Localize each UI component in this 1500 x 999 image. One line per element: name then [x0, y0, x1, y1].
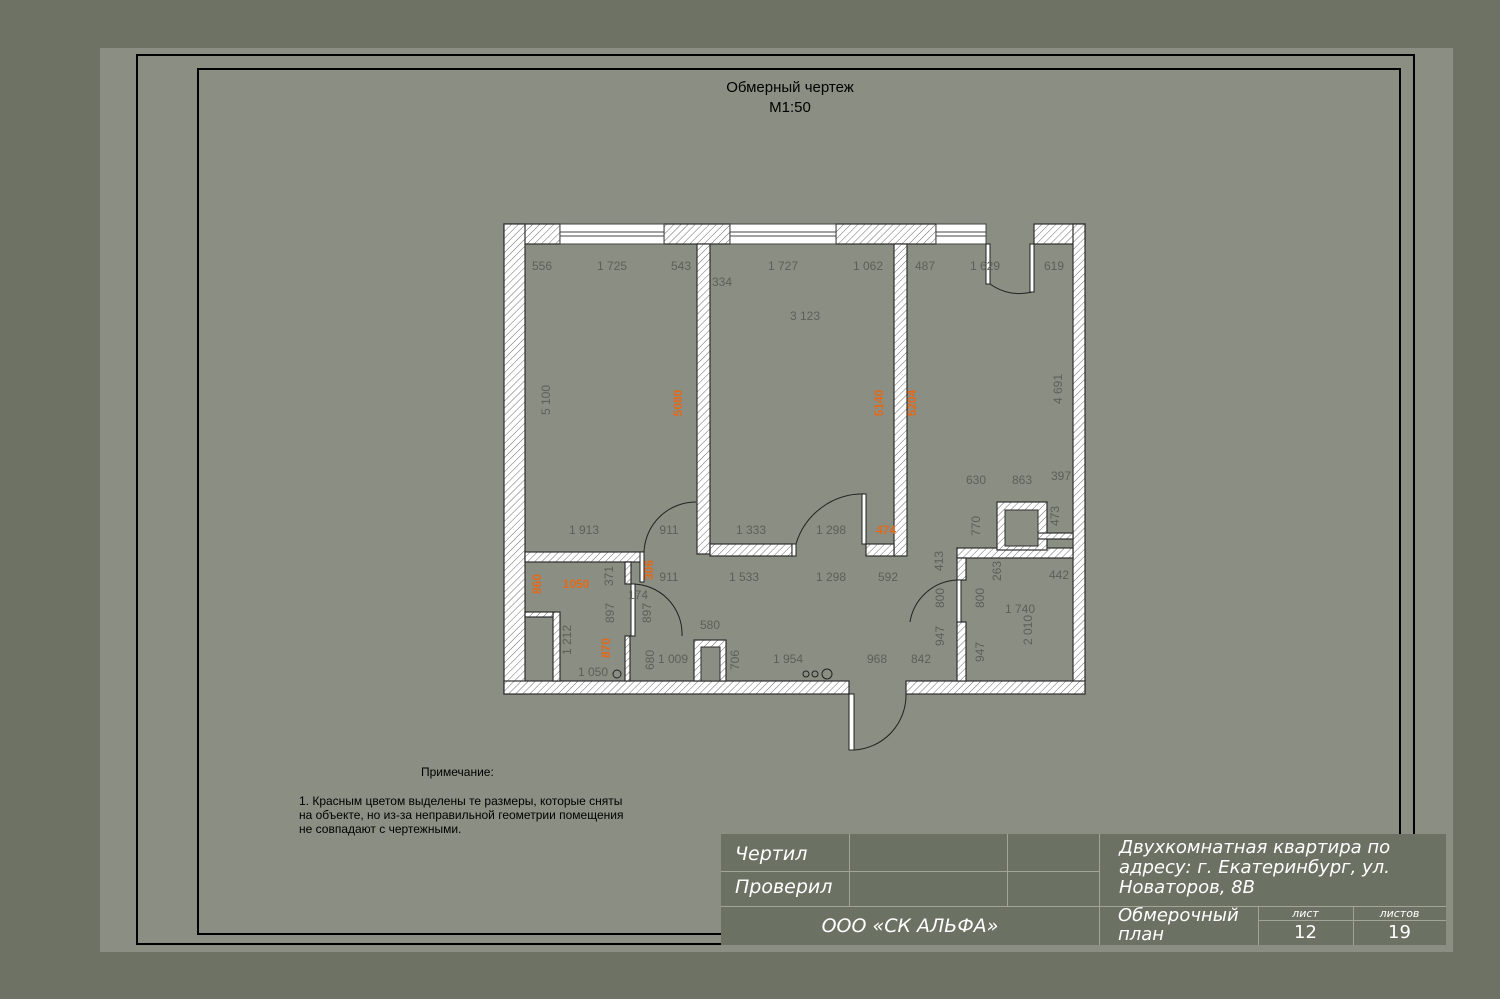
dimension-label: 1 212	[560, 625, 574, 655]
dimension-label: 800	[933, 588, 947, 608]
sheet-type: Обмерочный план	[1118, 905, 1239, 945]
sheets-total: 19	[1388, 922, 1411, 943]
notes-heading: Примечание:	[421, 765, 494, 779]
dimension-label: 4 691	[1051, 374, 1065, 404]
dimension-label: 556	[532, 259, 552, 273]
doors	[630, 243, 1035, 751]
dimension-label: 487	[915, 259, 935, 273]
dimension-label: 592	[878, 570, 898, 584]
dimension-label: 842	[911, 652, 931, 666]
dimension-label-measured: 5204	[905, 389, 919, 416]
dimension-label: 630	[966, 473, 986, 487]
dimension-label: 1 298	[816, 523, 846, 537]
dimension-label: 580	[700, 618, 720, 632]
dimension-label-measured: 870	[599, 638, 613, 658]
dimension-label: 911	[659, 570, 678, 584]
dimension-label-measured: 860	[530, 574, 544, 594]
checked-label: Проверил	[735, 876, 833, 898]
dimension-label: 947	[933, 626, 947, 646]
sheet-label: лист	[1292, 907, 1319, 920]
dimension-label: 619	[1044, 259, 1064, 273]
dimension-label: 5 100	[539, 385, 553, 415]
dimension-label: 1 727	[768, 259, 798, 273]
sheets-label: листов	[1379, 907, 1420, 920]
walls	[503, 223, 1086, 695]
dimension-label: 473	[1048, 506, 1062, 526]
drawing-sheet	[100, 48, 1453, 952]
dimension-label: 706	[728, 650, 742, 670]
dimension-label: 1 954	[773, 652, 803, 666]
drew-label: Чертил	[735, 843, 808, 865]
title-block: Чертил Проверил ООО «СК АЛЬФА» Двухкомна…	[721, 834, 1446, 945]
dimension-label: 1 298	[816, 570, 846, 584]
dimension-label-measured: 5080	[671, 389, 685, 416]
windows	[559, 223, 987, 245]
dimension-label: 680	[643, 650, 657, 670]
dimension-label: 911	[659, 523, 678, 537]
dimension-label: 770	[969, 516, 983, 536]
dimension-label: 800	[973, 588, 987, 608]
dimension-label: 543	[671, 259, 691, 273]
notes-text: 1. Красным цветом выделены те размеры, к…	[299, 794, 624, 836]
dimension-label: 1 740	[1005, 602, 1035, 616]
dimension-label-measured: 306	[642, 560, 656, 580]
dimension-label: 371	[602, 566, 616, 586]
dimension-label-measured: 474	[876, 523, 896, 537]
drawing-scale: М1:50	[769, 99, 811, 116]
dimension-label: 1 333	[736, 523, 766, 537]
dimension-label: 174	[628, 588, 648, 602]
dimension-label: 947	[973, 642, 987, 662]
company-name: ООО «СК АЛЬФА»	[821, 915, 999, 937]
dimension-label: 1 062	[853, 259, 883, 273]
dimension-label: 413	[932, 551, 946, 571]
dimension-label: 1 629	[970, 259, 1000, 273]
dimension-label: 1 725	[597, 259, 627, 273]
dimension-label: 968	[867, 652, 887, 666]
dimension-label: 334	[712, 275, 732, 289]
fixtures	[612, 668, 833, 680]
dimension-label: 442	[1049, 568, 1069, 582]
dimension-labels: 556 1 725 543 1 727 1 062 487 1 629 619 334 3 123…	[530, 259, 1071, 679]
dimension-label: 863	[1012, 473, 1032, 487]
dimension-label: 3 123	[790, 309, 820, 323]
dimension-label: 1 009	[658, 652, 688, 666]
dimension-label: 897	[640, 603, 654, 623]
drawing-title: Обмерный чертеж	[726, 79, 854, 96]
dimension-label: 397	[1051, 469, 1071, 483]
project-name: Двухкомнатная квартира по адресу: г. Ека…	[1119, 837, 1391, 898]
dimension-label: 1 050	[578, 665, 608, 679]
dimension-label: 897	[603, 603, 617, 623]
dimension-label: 2 010	[1021, 615, 1035, 645]
dimension-label: 1 533	[729, 570, 759, 584]
dimension-label-measured: 5140	[872, 389, 886, 416]
dimension-label-measured: 1050	[563, 577, 590, 591]
dimension-label: 263	[990, 561, 1004, 581]
sheet-number: 12	[1294, 922, 1317, 943]
dimension-label: 1 913	[569, 523, 599, 537]
